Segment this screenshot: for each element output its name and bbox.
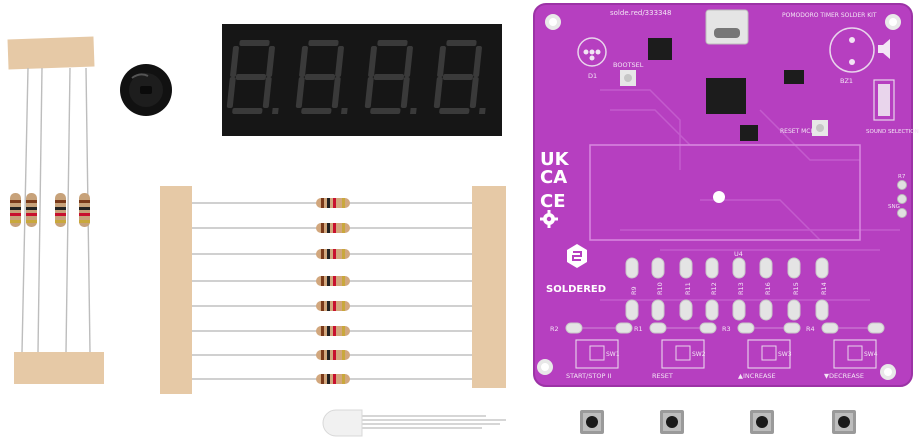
resistor-footprint: R16 [759,257,773,321]
resistor-label: R12 [710,282,718,295]
resistor-label: R9 [630,286,638,295]
d1-label: D1 [588,72,597,80]
tactile-switches [580,410,856,434]
side-label-r7: R7 [898,174,906,180]
resistor-footprint: R14 [815,257,829,321]
resistor-footprint: R13 [732,257,746,321]
switch-id-label: SW1 [606,351,620,358]
resistor [192,249,472,259]
tactile-switch [832,410,856,434]
bz1-label: BZ1 [840,77,853,85]
row-resistor-label: R4 [806,325,815,333]
resistor-label: R16 [764,282,772,295]
switch-id-label: SW2 [692,351,706,358]
row-resistor: R2 [550,322,633,334]
tactile-switch [580,410,604,434]
rgb-led [322,409,506,437]
switch-footprint: SW3 ▲INCREASE [738,339,792,380]
resistor [192,198,472,208]
display-digits [226,40,486,114]
switch-function-label: ▲INCREASE [738,372,776,380]
row-resistor: R4 [806,322,885,334]
tactile-switch [660,410,684,434]
resistor [192,223,472,233]
horizontal-resistor-strip [160,186,506,394]
resistor-footprint: R12 [705,257,719,321]
switch-function-label: ▼DECREASE [824,372,864,380]
resistor-label: R10 [656,282,664,295]
resistor-footprint: R11 [679,257,693,321]
resistor-label: R15 [792,282,800,295]
pcb-url: solde.red/333348 [610,9,671,17]
switch-function-label: RESET [652,372,673,380]
ukca-mark-top: UK [540,149,570,170]
resistor [192,350,472,360]
row-resistor-label: R3 [722,325,731,333]
row-resistor: R3 [722,322,801,334]
u4-label: U4 [734,250,743,258]
resistor-label: R13 [737,282,745,295]
ce-mark: CE [540,191,566,212]
seven-segment-display [222,24,502,136]
resistor [192,326,472,336]
resistor [192,301,472,311]
switch-function-label: START/STOP II [566,372,611,380]
pcb-title: POMODORO TIMER SOLDER KIT [782,12,877,19]
sound-selection-label: SOUND SELECTION [866,129,919,135]
vertical-resistor-strip [7,36,104,384]
soldered-logo-icon [567,244,587,268]
row-resistor-label: R1 [634,325,643,333]
resistor-label: R14 [820,282,828,295]
pcb-board: UK CA CE SOLDERED solde.red/333348 POMOD… [533,3,919,387]
display-digit [295,40,348,114]
switch-id-label: SW3 [778,351,792,358]
ukca-mark-bottom: CA [540,167,567,188]
resistor-footprint: R15 [787,257,801,321]
resistor-footprint: R9 [625,257,639,321]
row-resistor-label: R2 [550,325,559,333]
display-digit [433,40,486,114]
switch-id-label: SW4 [864,351,878,358]
tactile-switch [750,410,774,434]
side-label-sng: SNG [888,204,900,210]
pcb-brand-label: SOLDERED [546,284,606,295]
reset-mcu-label: RESET MCU [780,128,815,135]
speaker-icon [878,39,890,59]
buzzer [120,64,172,116]
display-digit [364,40,417,114]
resistor [192,374,472,384]
resistor-footprint: R10 [651,257,665,321]
resistor-label: R11 [684,282,692,295]
switch-footprint: SW4 ▼DECREASE [824,339,878,380]
bootsel-label: BOOTSEL [613,61,644,69]
row-resistor: R1 [634,322,717,334]
resistor [192,276,472,286]
gear-icon [540,210,558,228]
display-digit [226,40,279,114]
